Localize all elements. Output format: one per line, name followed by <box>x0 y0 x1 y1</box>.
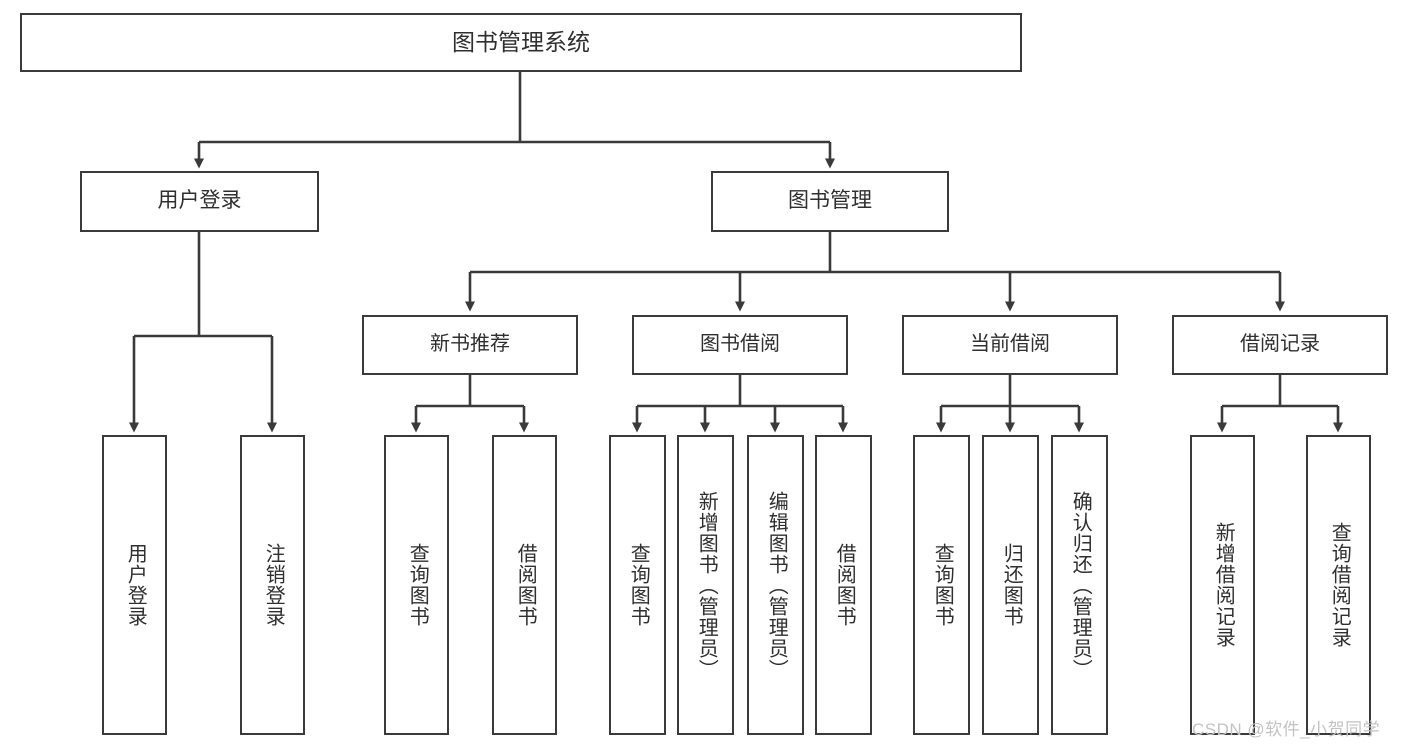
node-label: 借阅图书 <box>833 543 856 627</box>
node-label: 归还图书 <box>1000 543 1023 627</box>
leaf-current-query-book[interactable]: 查询图书 <box>913 435 970 735</box>
node-label: 查询图书 <box>627 543 650 627</box>
node-root-system[interactable]: 图书管理系统 <box>20 13 1022 72</box>
node-label: 借阅图书 <box>514 543 537 627</box>
leaf-user-login-signin[interactable]: 用户登录 <box>102 435 167 735</box>
leaf-recommend-borrow-book[interactable]: 借阅图书 <box>492 435 557 735</box>
leaf-borrow-query-book[interactable]: 查询图书 <box>609 435 666 735</box>
node-label: 用户登录 <box>124 543 147 627</box>
csdn-watermark: CSDN @软件_小贺同学 <box>1192 720 1381 739</box>
node-label: 图书管理系统 <box>452 28 590 55</box>
node-label: 新增图书（管理员） <box>695 490 718 680</box>
node-label: 新增借阅记录 <box>1212 522 1235 648</box>
node-label: 查询借阅记录 <box>1328 522 1351 648</box>
node-book-borrow[interactable]: 图书借阅 <box>632 315 848 375</box>
node-book-management[interactable]: 图书管理 <box>711 171 949 232</box>
leaf-recommend-query-book[interactable]: 查询图书 <box>384 435 449 735</box>
node-label: 图书管理 <box>788 189 872 213</box>
leaf-user-login-signout[interactable]: 注销登录 <box>240 435 305 735</box>
node-label: 注销登录 <box>262 543 285 627</box>
node-label: 查询图书 <box>931 543 954 627</box>
node-new-book-recommend[interactable]: 新书推荐 <box>362 315 578 375</box>
node-label: 查询图书 <box>406 543 429 627</box>
leaf-record-query-record[interactable]: 查询借阅记录 <box>1306 435 1371 735</box>
node-label: 确认归还（管理员） <box>1069 490 1092 680</box>
leaf-current-return-book[interactable]: 归还图书 <box>982 435 1039 735</box>
leaf-borrow-borrow-book[interactable]: 借阅图书 <box>815 435 872 735</box>
node-label: 图书借阅 <box>700 333 780 356</box>
leaf-borrow-add-book[interactable]: 新增图书（管理员） <box>677 435 734 735</box>
node-label: 用户登录 <box>157 189 242 213</box>
node-label: 当前借阅 <box>970 333 1050 356</box>
leaf-record-add-record[interactable]: 新增借阅记录 <box>1190 435 1255 735</box>
node-label: 编辑图书（管理员） <box>765 490 788 680</box>
leaf-current-confirm-return[interactable]: 确认归还（管理员） <box>1051 435 1108 735</box>
node-current-borrow[interactable]: 当前借阅 <box>902 315 1118 375</box>
leaf-borrow-edit-book[interactable]: 编辑图书（管理员） <box>747 435 804 735</box>
node-label: 新书推荐 <box>430 333 510 356</box>
node-user-login[interactable]: 用户登录 <box>80 171 319 232</box>
node-borrow-record[interactable]: 借阅记录 <box>1172 315 1388 375</box>
node-label: 借阅记录 <box>1240 333 1320 356</box>
